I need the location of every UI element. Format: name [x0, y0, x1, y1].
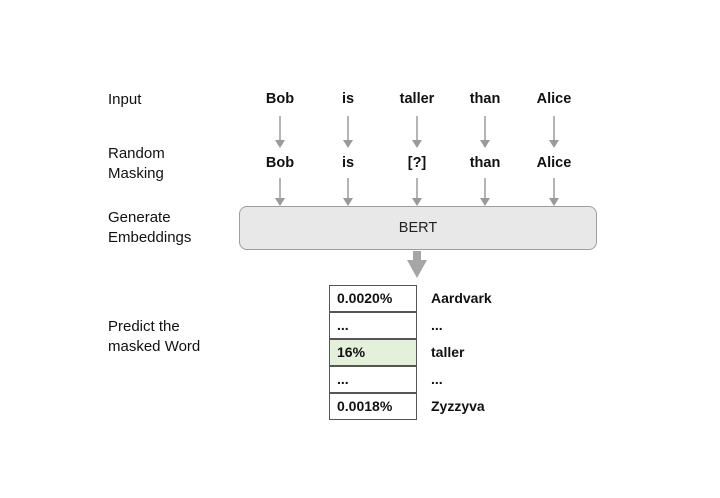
down-arrow-icon	[275, 116, 285, 148]
label-input: Input	[108, 91, 142, 108]
input-token: taller	[399, 91, 435, 107]
label-random-masking-line2: Masking	[108, 165, 164, 182]
masked-token-mask: [?]	[407, 155, 427, 171]
label-predict-line2: masked Word	[108, 338, 201, 355]
down-arrow-icon	[412, 178, 422, 206]
masked-token: than	[469, 155, 501, 171]
masked-token: Bob	[265, 155, 295, 171]
down-arrow-icon	[549, 178, 559, 206]
probability-cell: ...	[329, 366, 417, 393]
input-token: is	[341, 91, 355, 107]
down-arrow-icon	[549, 116, 559, 148]
label-predict-masked-word: Predict the masked Word	[108, 317, 200, 357]
predicted-word: ...	[431, 317, 443, 333]
input-token: Alice	[536, 91, 572, 107]
probability-cell: 0.0020%	[329, 285, 417, 312]
label-generate-embeddings-line2: Embeddings	[108, 229, 192, 246]
label-random-masking-line1: Random	[108, 145, 165, 162]
label-predict-line1: Predict the	[108, 318, 180, 335]
down-arrow-icon	[480, 178, 490, 206]
probability-cell: 0.0018%	[329, 393, 417, 420]
predicted-word: Zyzzyva	[431, 398, 485, 414]
predicted-word-highlighted: taller	[431, 344, 465, 360]
masked-token: Alice	[536, 155, 572, 171]
down-arrow-icon	[343, 116, 353, 148]
masked-token: is	[341, 155, 355, 171]
down-arrow-icon	[412, 116, 422, 148]
down-arrow-icon	[343, 178, 353, 206]
probability-cell: ...	[329, 312, 417, 339]
down-arrow-icon	[275, 178, 285, 206]
probability-cell-highlighted: 16%	[329, 339, 417, 366]
bert-model-box: BERT	[239, 206, 597, 250]
label-generate-embeddings: Generate Embeddings	[108, 208, 191, 248]
label-random-masking: Random Masking	[108, 144, 165, 184]
predicted-word: ...	[431, 371, 443, 387]
label-generate-embeddings-line1: Generate	[108, 209, 171, 226]
down-arrow-icon	[480, 116, 490, 148]
bert-model-label: BERT	[398, 220, 438, 236]
input-token: Bob	[265, 91, 295, 107]
input-token: than	[469, 91, 501, 107]
predicted-word: Aardvark	[431, 290, 492, 306]
output-arrow-icon	[407, 251, 427, 278]
